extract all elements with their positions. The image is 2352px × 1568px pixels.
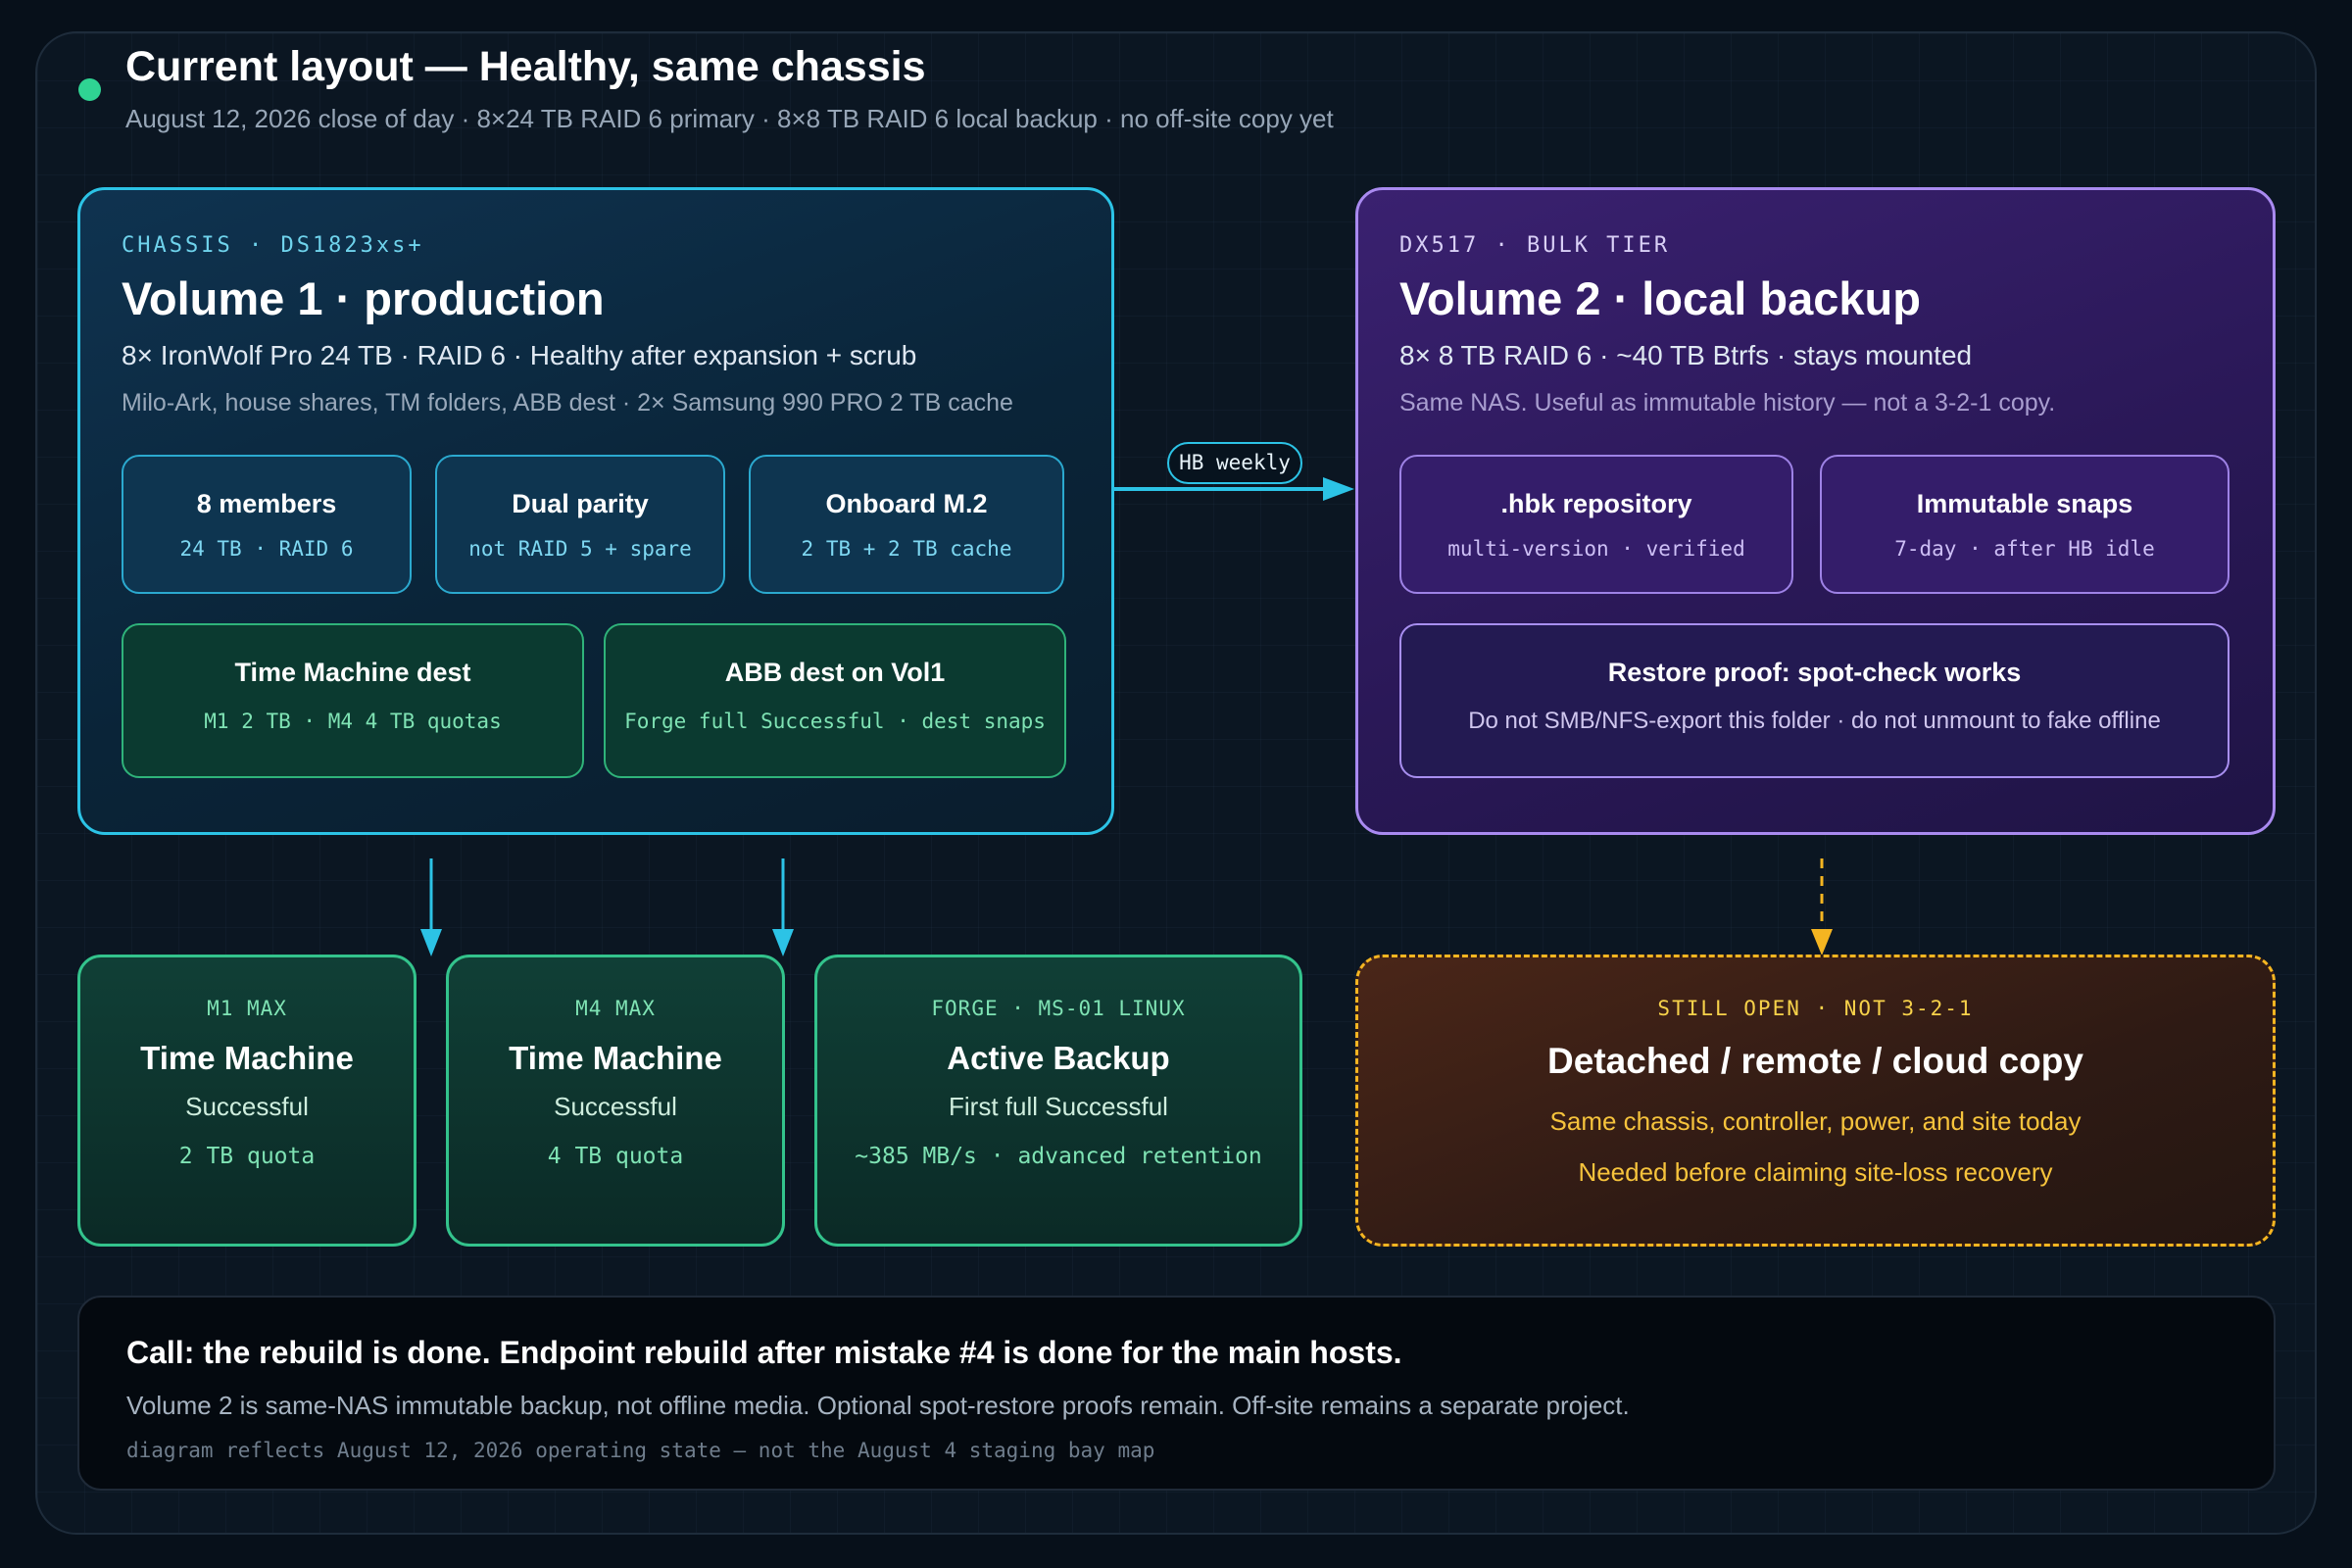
chip-restore-proof-sub: Do not SMB/NFS-export this folder · do n… — [1468, 708, 2161, 734]
volume-1-spec: 8× IronWolf Pro 24 TB · RAID 6 · Healthy… — [122, 340, 917, 370]
volume-2-panel: DX517 · BULK TIER Volume 2 · local backu… — [1355, 187, 2276, 835]
chip-time-machine-dest-title: Time Machine dest — [234, 658, 471, 687]
offsite-eyebrow: STILL OPEN · NOT 3-2-1 — [1657, 997, 1974, 1020]
client-forge-title: Active Backup — [947, 1040, 1170, 1076]
volume-2-title: Volume 2 · local backup — [1399, 272, 1921, 324]
call-footnote: diagram reflects August 12, 2026 operati… — [126, 1439, 1155, 1462]
call-summary: Call: the rebuild is done. Endpoint rebu… — [77, 1296, 2276, 1491]
offsite-title: Detached / remote / cloud copy — [1547, 1041, 2083, 1081]
chip-members-title: 8 members — [196, 489, 337, 518]
chip-onboard-m2-sub: 2 TB + 2 TB cache — [801, 537, 1012, 561]
chip-abb-dest-sub: Forge full Successful · dest snaps — [624, 710, 1046, 733]
chip-members: 8 members 24 TB · RAID 6 — [122, 455, 412, 594]
volume-2-eyebrow: DX517 · BULK TIER — [1399, 233, 1671, 258]
volume-1-eyebrow: CHASSIS · DS1823xs+ — [122, 233, 424, 258]
chip-hbk-repository-title: .hbk repository — [1500, 489, 1692, 518]
client-forge-status: First full Successful — [949, 1092, 1168, 1121]
client-m4-eyebrow: M4 MAX — [575, 997, 656, 1020]
chip-onboard-m2: Onboard M.2 2 TB + 2 TB cache — [749, 455, 1064, 594]
client-card-m4-max: M4 MAX Time Machine Successful 4 TB quot… — [446, 955, 785, 1247]
client-m1-eyebrow: M1 MAX — [207, 997, 287, 1020]
chip-time-machine-dest: Time Machine dest M1 2 TB · M4 4 TB quot… — [122, 623, 584, 778]
chip-dual-parity-title: Dual parity — [512, 489, 649, 518]
client-forge-detail: ~385 MB/s · advanced retention — [855, 1144, 1262, 1169]
arrow-to-m4 — [772, 858, 794, 956]
volume-1-panel: CHASSIS · DS1823xs+ Volume 1 · productio… — [77, 187, 1114, 835]
chip-restore-proof-title: Restore proof: spot-check works — [1607, 658, 2022, 687]
chip-hbk-repository-sub: multi-version · verified — [1447, 537, 1745, 561]
client-m1-title: Time Machine — [140, 1040, 354, 1076]
chip-restore-proof: Restore proof: spot-check works Do not S… — [1399, 623, 2230, 778]
page-subtitle: August 12, 2026 close of day · 8×24 TB R… — [125, 104, 1334, 133]
chip-time-machine-dest-sub: M1 2 TB · M4 4 TB quotas — [204, 710, 502, 733]
call-title: Call: the rebuild is done. Endpoint rebu… — [126, 1335, 1402, 1370]
volume-1-contents: Milo-Ark, house shares, TM folders, ABB … — [122, 389, 1013, 416]
arrow-to-offsite — [1811, 858, 1833, 956]
client-m4-status: Successful — [554, 1092, 677, 1121]
chip-abb-dest-title: ABB dest on Vol1 — [724, 658, 946, 687]
arrow-to-m1 — [420, 858, 442, 956]
client-m4-detail: 4 TB quota — [547, 1144, 684, 1169]
offsite-line-2: Needed before claiming site-loss recover… — [1578, 1157, 2053, 1187]
chip-immutable-snaps-sub: 7-day · after HB idle — [1894, 537, 2155, 561]
arrow-hb-weekly — [1114, 477, 1354, 501]
chip-immutable-snaps-title: Immutable snaps — [1916, 489, 2133, 518]
volume-2-spec: 8× 8 TB RAID 6 · ~40 TB Btrfs · stays mo… — [1399, 340, 1973, 370]
chip-dual-parity-sub: not RAID 5 + spare — [468, 537, 692, 561]
chip-hbk-repository: .hbk repository multi-version · verified — [1399, 455, 1793, 594]
chip-abb-dest: ABB dest on Vol1 Forge full Successful ·… — [604, 623, 1066, 778]
client-card-m1-max: M1 MAX Time Machine Successful 2 TB quot… — [77, 955, 416, 1247]
client-m4-title: Time Machine — [509, 1040, 722, 1076]
volume-1-title: Volume 1 · production — [122, 272, 605, 324]
client-card-forge: FORGE · MS-01 LINUX Active Backup First … — [814, 955, 1302, 1247]
hb-weekly-label: HB weekly — [1167, 442, 1302, 484]
client-m1-detail: 2 TB quota — [178, 1144, 316, 1169]
client-forge-eyebrow: FORGE · MS-01 LINUX — [931, 997, 1186, 1020]
offsite-line-1: Same chassis, controller, power, and sit… — [1549, 1106, 2082, 1136]
call-detail: Volume 2 is same-NAS immutable backup, n… — [126, 1391, 1630, 1420]
chip-members-sub: 24 TB · RAID 6 — [179, 537, 354, 561]
chip-onboard-m2-title: Onboard M.2 — [825, 489, 988, 518]
offsite-copy-card: STILL OPEN · NOT 3-2-1 Detached / remote… — [1355, 955, 2276, 1247]
status-dot — [78, 78, 101, 101]
volume-2-note: Same NAS. Useful as immutable history — … — [1399, 389, 2056, 416]
chip-dual-parity: Dual parity not RAID 5 + spare — [435, 455, 725, 594]
page-title: Current layout — Healthy, same chassis — [125, 43, 926, 90]
client-m1-status: Successful — [185, 1092, 309, 1121]
chip-immutable-snaps: Immutable snaps 7-day · after HB idle — [1820, 455, 2230, 594]
